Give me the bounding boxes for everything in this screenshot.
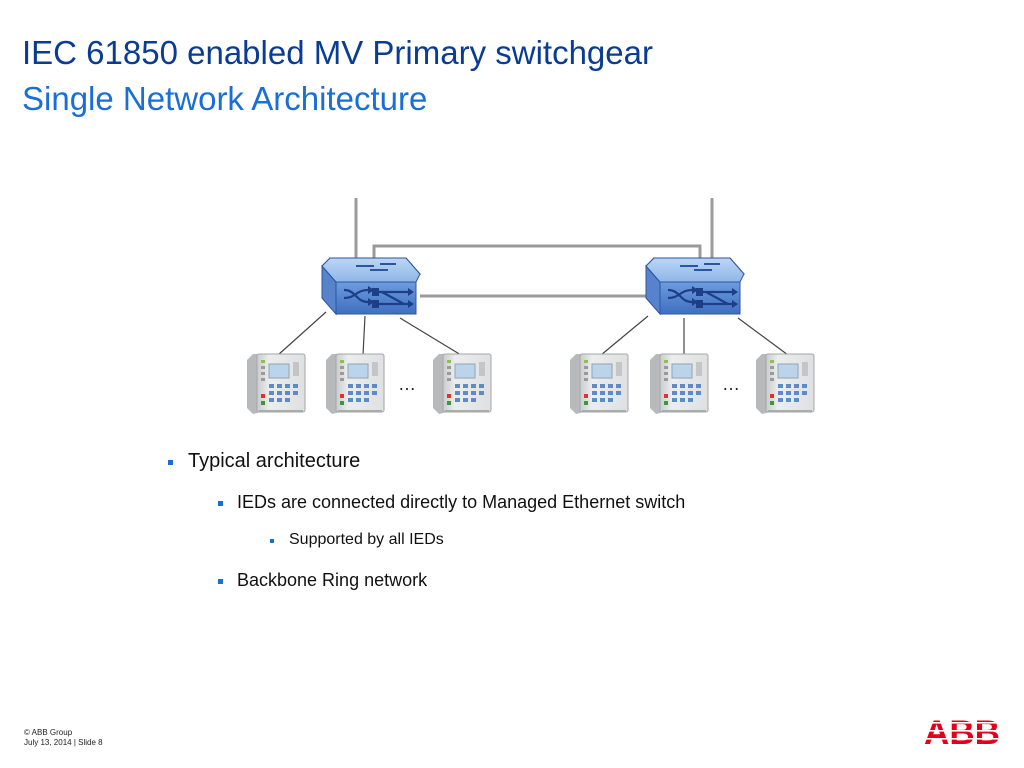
- footer-date-slide: July 13, 2014 | Slide 8: [24, 738, 103, 747]
- bullet-text: Backbone Ring network: [237, 570, 428, 590]
- bullet-level1: Typical architecture: [168, 450, 361, 473]
- managed-switch-icon-right: [644, 256, 746, 316]
- ied-device-icon: [432, 353, 492, 415]
- bullet-square-icon: [168, 460, 173, 465]
- ellipsis-right: …: [722, 374, 740, 394]
- ellipsis-left: …: [398, 374, 416, 394]
- bullet-text: IEDs are connected directly to Managed E…: [237, 492, 686, 512]
- bullet-level2: Backbone Ring network: [218, 570, 428, 591]
- logo-stripes: [924, 722, 1002, 740]
- slide-title: IEC 61850 enabled MV Primary switchgear: [22, 34, 653, 71]
- bullet-text: Typical architecture: [188, 450, 361, 472]
- ied-connection-lines: [277, 311, 789, 356]
- bullet-level3: Supported by all IEDs: [270, 531, 444, 549]
- ied-device-icon: [755, 353, 815, 415]
- network-diagram: … …: [246, 198, 815, 415]
- bullet-level2: IEDs are connected directly to Managed E…: [218, 492, 686, 513]
- ied-device-icon: [569, 353, 629, 415]
- ied-device-icon: [246, 353, 306, 415]
- ied-device-icon: [649, 353, 709, 415]
- footer-copyright: © ABB Group: [24, 728, 73, 737]
- slide-subtitle: Single Network Architecture: [22, 80, 428, 117]
- backbone-ring: [354, 198, 714, 298]
- abb-logo: ABB: [924, 714, 1002, 746]
- bullet-square-icon: [270, 539, 274, 543]
- managed-switch-icon-left: [320, 256, 422, 316]
- bullet-text: Supported by all IEDs: [289, 531, 444, 548]
- ied-device-icon: [325, 353, 385, 415]
- bullet-square-icon: [218, 501, 223, 506]
- bullet-square-icon: [218, 579, 223, 584]
